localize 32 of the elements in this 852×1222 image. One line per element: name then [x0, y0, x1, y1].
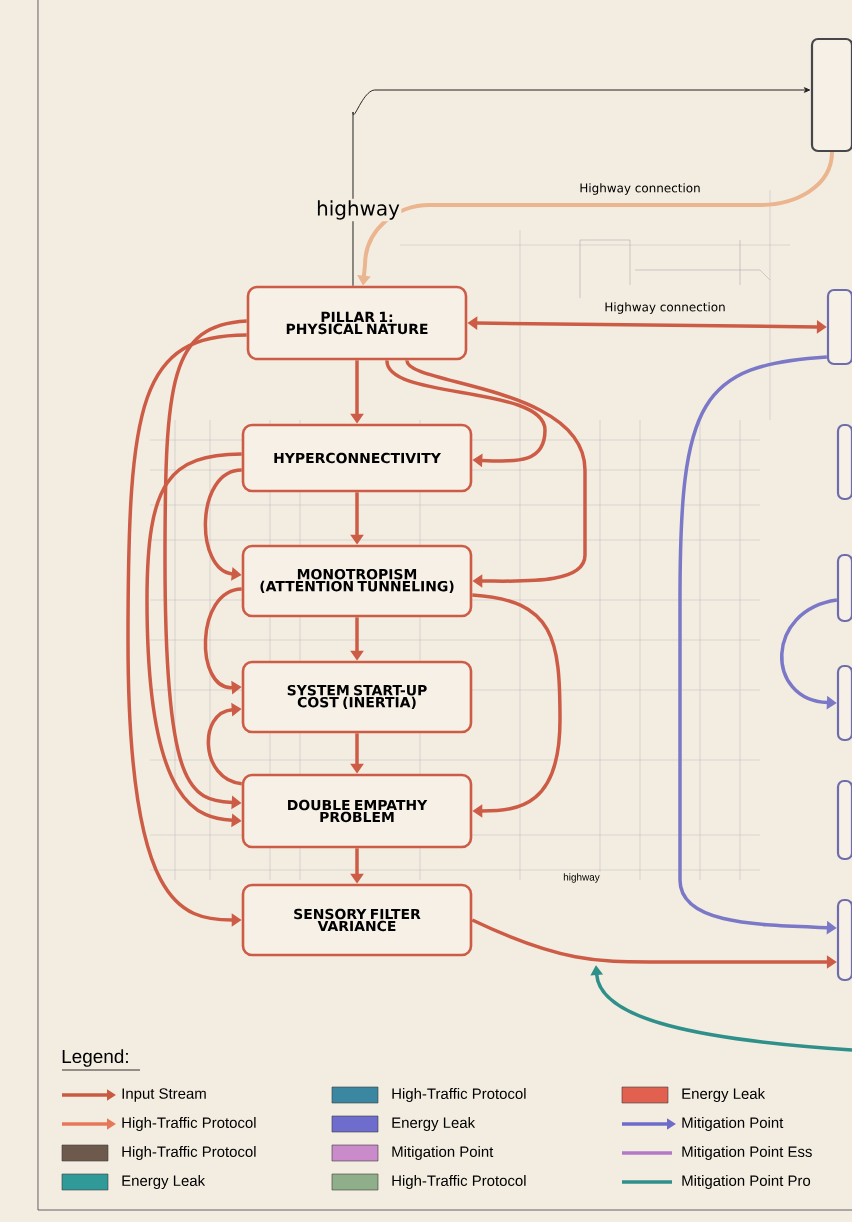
process-box: SYSTEM START-UP COST (INERTIA): [241, 660, 473, 734]
legend-label: Mitigation Point Ess: [682, 1146, 812, 1160]
arrow: [405, 359, 587, 588]
arrow: [472, 593, 562, 818]
arrow: [385, 359, 547, 468]
legend-label: High-Traffic Protocol: [122, 1146, 256, 1160]
cropped-box: [836, 664, 852, 742]
legend-title: Legend:: [62, 1049, 128, 1067]
cropped-box: [836, 779, 852, 861]
process-box: SENSORY FILTER VARIANCE: [241, 883, 473, 957]
cropped-box: [836, 423, 852, 501]
legend-label: Mitigation Point Pro: [682, 1175, 811, 1189]
legend-label: Energy Leak: [392, 1117, 476, 1131]
process-box: HYPERCONNECTIVITY: [241, 423, 473, 493]
legend-label: Input Stream: [122, 1088, 206, 1102]
legend-label: Mitigation Point: [682, 1117, 784, 1131]
cropped-box: [826, 288, 852, 366]
process-box: MONOTROPISM (ATTENTION TUNNELING): [241, 544, 473, 618]
legend-label: High-Traffic Protocol: [392, 1088, 526, 1102]
arrow: [352, 87, 811, 287]
cropped-box: [836, 898, 852, 982]
arrow: [206, 702, 243, 786]
legend-label: Energy Leak: [122, 1175, 206, 1189]
legend-label: Energy Leak: [682, 1088, 766, 1102]
cropped-box: [810, 37, 852, 153]
annotation: highway: [562, 872, 601, 884]
legend-label: High-Traffic Protocol: [392, 1175, 526, 1189]
process-box: PILLAR 1: PHYSICAL NATURE: [246, 285, 468, 361]
legend-label: Mitigation Point: [392, 1146, 494, 1160]
legend-label: High-Traffic Protocol: [122, 1117, 256, 1131]
process-box: DOUBLE EMPATHY PROBLEM: [241, 773, 473, 849]
cropped-box: [836, 553, 852, 623]
